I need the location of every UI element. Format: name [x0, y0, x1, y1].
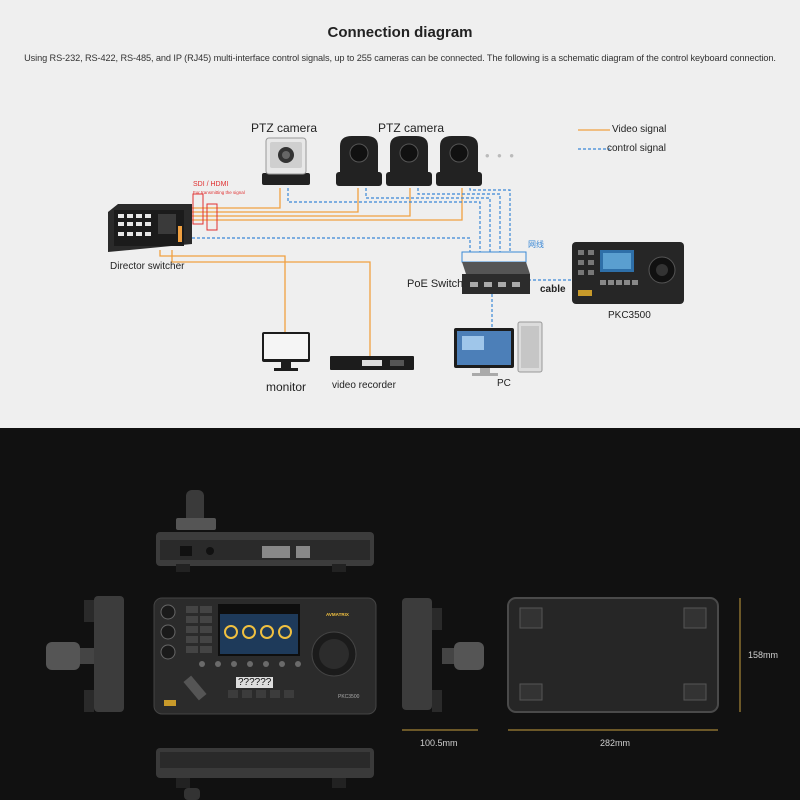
controller-icon: [572, 242, 684, 304]
product-views-panel: [0, 428, 800, 800]
sdi-note-label: For transmitting the signal: [193, 190, 245, 195]
ptz-camera-single-icon: [262, 137, 310, 185]
more-cameras-indicator: • • •: [485, 148, 516, 163]
pc-label: PC: [497, 378, 511, 389]
dimension-width: 282mm: [600, 738, 631, 748]
controller-label: PKC3500: [608, 310, 651, 321]
cable-label: cable: [540, 284, 566, 295]
control-line-director: [192, 237, 471, 252]
director-switcher-label: Director switcher: [110, 261, 185, 272]
control-signal-lines: [192, 148, 610, 328]
ptz-camera-single-label: PTZ camera: [251, 121, 318, 135]
poe-switch-label: PoE Switch: [407, 278, 464, 290]
dimension-height: 158mm: [748, 650, 779, 660]
control-line-ptz-1: [365, 188, 491, 252]
ptz-camera-group-icon: [336, 136, 482, 186]
pc-icon: [454, 321, 543, 376]
video-recorder-icon: [330, 356, 414, 370]
dimension-depth: 100.5mm: [420, 738, 458, 748]
video-line-ptz-single: [192, 188, 281, 209]
sdi-marker-box-2: [206, 203, 218, 231]
director-switcher-icon: [108, 204, 192, 252]
network-marker-box: [461, 251, 527, 263]
page-title: Connection diagram: [327, 24, 473, 41]
video-signal-lines: [159, 129, 610, 356]
control-line-ptz-2: [417, 188, 501, 252]
video-line-ptz-3: [192, 188, 463, 221]
brand-logo: AVMATRIX: [326, 612, 349, 617]
keys-placeholder: ??????: [236, 677, 274, 688]
monitor-icon: [262, 332, 310, 371]
video-line-ptz-2: [192, 188, 411, 217]
control-line-ptz-3: [469, 188, 511, 252]
monitor-label: monitor: [266, 380, 307, 394]
video-line-ptz-1: [192, 188, 359, 213]
sdi-marker-box: [192, 193, 204, 225]
control-line-ptz-single: [287, 188, 481, 252]
ptz-camera-group-label: PTZ camera: [378, 121, 445, 135]
video-recorder-label: video recorder: [332, 380, 396, 391]
legend-control-label: control signal: [607, 143, 666, 154]
video-line-monitor: [159, 250, 286, 332]
model-text: PKC3500: [338, 694, 360, 700]
sdi-hdmi-label: SDI / HDMI: [193, 181, 229, 188]
connection-diagram: [108, 129, 684, 376]
video-line-recorder: [171, 250, 371, 356]
poe-switch-icon: [462, 262, 530, 294]
page-subtitle: Using RS-232, RS-422, RS-485, and IP (RJ…: [24, 53, 776, 63]
network-cable-label: 网线: [528, 240, 544, 249]
legend-video-label: Video signal: [612, 124, 667, 135]
